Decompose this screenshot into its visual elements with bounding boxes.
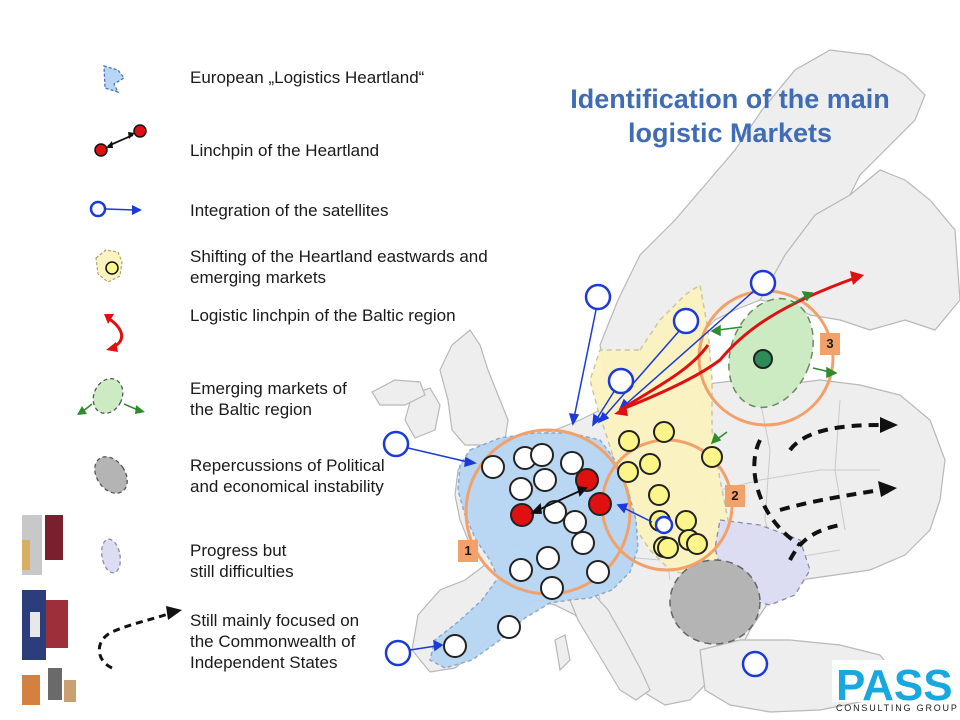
legend-item-shifting: Shifting of the Heartland eastwards and … xyxy=(190,247,488,287)
legend-item-baltic-emerging: Emerging markets of the Baltic region xyxy=(190,379,347,419)
page-title: Identification of the main logistic Mark… xyxy=(520,82,940,150)
marker-label-3: 3 xyxy=(820,333,840,355)
satellites xyxy=(382,269,777,678)
title-line-2: logistic Markets xyxy=(627,118,833,148)
shift-nodes xyxy=(617,421,723,559)
dashed-arrow-icon xyxy=(97,606,182,670)
lavender-ellipse-icon xyxy=(101,538,121,574)
legend-item-baltic-linchpin: Logistic linchpin of the Baltic region xyxy=(190,306,456,325)
green-ellipse-icon xyxy=(77,377,145,415)
legend-item-heartland: European „Logistics Heartland“ xyxy=(190,68,425,87)
legend-item-satellites: Integration of the satellites xyxy=(190,201,389,220)
cis-arrowhead-2 xyxy=(878,481,897,497)
pass-logo-tagline: CONSULTING GROUP xyxy=(836,703,959,713)
baltic-linchpin-arrows xyxy=(619,276,856,412)
yellow-blob-icon xyxy=(95,249,123,283)
cis-arrows xyxy=(752,423,881,561)
grey-ellipse-icon xyxy=(94,456,128,494)
heartland-nodes xyxy=(443,443,610,658)
baltic-node xyxy=(753,349,773,369)
title-line-1: Identification of the main xyxy=(570,84,890,114)
baltic-green-arrows xyxy=(710,291,838,445)
marker-label-1: 1 xyxy=(458,540,478,562)
red-curve-arrow-icon xyxy=(104,314,124,352)
pass-logo: PASS xyxy=(832,660,953,710)
legend-item-cis: Still mainly focused on the Commonwealth… xyxy=(190,611,360,672)
marker-label-2: 2 xyxy=(725,485,745,507)
pass-logo-wordmark: PASS xyxy=(836,661,953,710)
grey-zone xyxy=(669,559,761,645)
baltic-arrowhead-west xyxy=(614,405,628,416)
linchpin-arrow-icon xyxy=(94,124,147,157)
baltic-arrowhead-east xyxy=(850,271,864,285)
cis-arrowhead-1 xyxy=(880,417,898,433)
legend-item-progress: Progress but still difficulties xyxy=(190,541,294,581)
photo-collage xyxy=(22,515,76,705)
legend-item-instability: Repercussions of Political and economica… xyxy=(190,456,385,496)
satellite-arrows xyxy=(407,289,756,652)
heartland-blob-icon xyxy=(103,65,125,94)
legend-item-linchpin: Linchpin of the Heartland xyxy=(190,141,380,160)
satellite-arrow-icon xyxy=(89,200,142,218)
linchpin-nodes xyxy=(510,468,612,527)
linchpin-arrow xyxy=(529,485,588,514)
